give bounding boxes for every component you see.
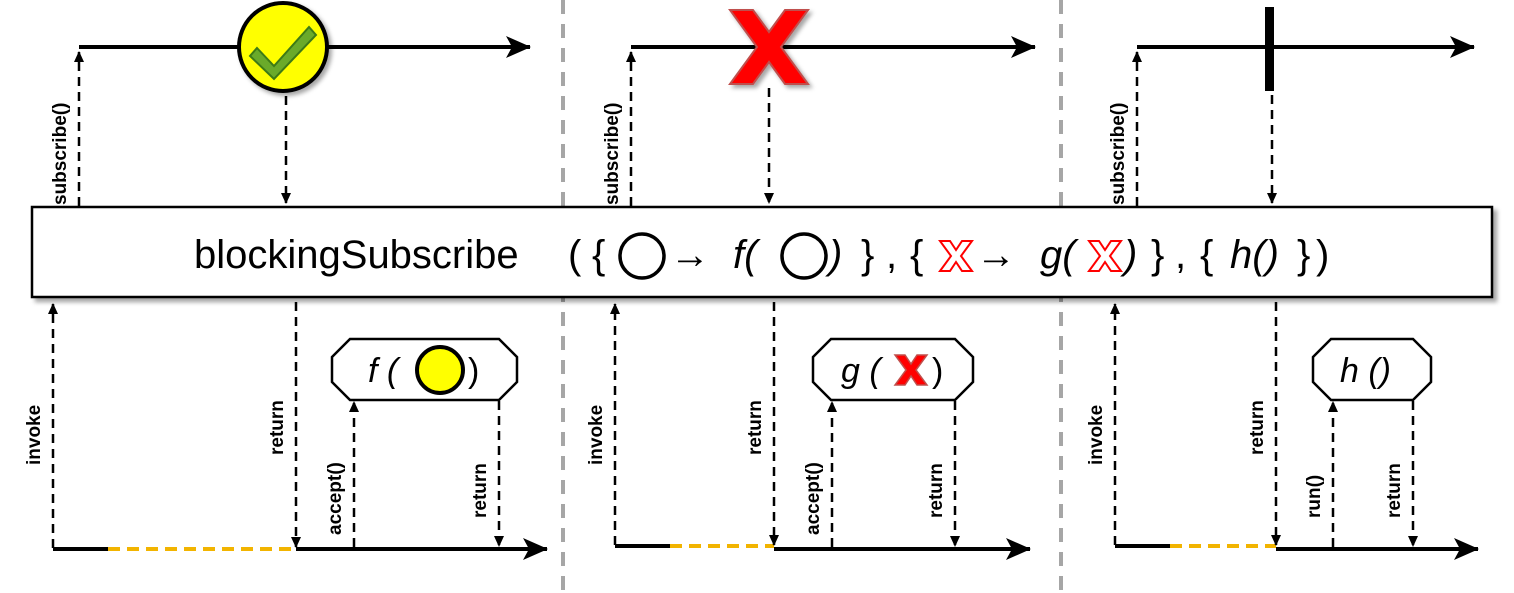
onerror-arg-x [1087, 240, 1123, 272]
onnext-arg-circle [780, 232, 828, 280]
lbrace-1: { [592, 233, 605, 277]
return-label: return [1247, 400, 1268, 455]
callback-box [811, 337, 975, 402]
rbrace-2: } [1151, 233, 1164, 277]
arrow-1: → [670, 233, 710, 277]
invoke-label: invoke [586, 405, 607, 465]
panel-complete: subscribe() invoke return h () run() ret… [1086, 7, 1479, 560]
return-label: return [267, 400, 288, 455]
check-circle-icon [237, 1, 329, 93]
callback-error-icon [893, 354, 929, 386]
rbrace-1: } [861, 233, 874, 277]
subscribe-label: subscribe() [602, 103, 623, 205]
invoke-label: invoke [24, 405, 45, 465]
callback-return-label: return [1384, 463, 1405, 518]
subscribe-label: subscribe() [50, 103, 71, 205]
callback-return-label: return [470, 463, 491, 518]
invoke-label: invoke [1086, 405, 1107, 465]
lbrace-2: { [910, 233, 923, 277]
callback-return-label: return [926, 463, 947, 518]
subscribe-label: subscribe() [1108, 103, 1129, 205]
open-paren: ( [568, 233, 582, 277]
callback-text: h () [1340, 352, 1391, 390]
return-label: return [745, 400, 766, 455]
accept-label: accept() [325, 462, 346, 535]
callback-close-text: ) [932, 352, 943, 390]
callback-close-text: ) [468, 352, 479, 390]
onnext-item-circle [618, 232, 666, 280]
vertical-bar-icon [1265, 7, 1274, 91]
operator-box: blockingSubscribe ( { → f( ) } , { → g( … [30, 205, 1494, 299]
accept-label: accept() [803, 462, 824, 535]
onerror-item-x [938, 240, 974, 272]
oncomplete-fn: h() [1230, 233, 1279, 277]
callback-open-text: f ( [368, 352, 402, 390]
onnext-fn: f( [733, 233, 761, 277]
rbrace-3: } [1297, 233, 1310, 277]
callback-box [1311, 337, 1433, 402]
callback-success-icon [415, 345, 465, 395]
panel-success: subscribe() invoke return f ( ) accept()… [24, 1, 548, 560]
operator-box-frame [30, 205, 1494, 299]
onnext-fn-close: ) [825, 233, 842, 277]
lbrace-3: { [1200, 233, 1213, 277]
x-mark-icon [728, 9, 810, 85]
operator-name: blockingSubscribe [194, 233, 519, 277]
onerror-fn-close: ) [1120, 233, 1137, 277]
callback-open-text: g ( [841, 352, 884, 390]
panel-error: subscribe() invoke return g ( ) accept()… [586, 9, 1036, 560]
onerror-fn: g( [1040, 233, 1079, 277]
close-paren: ) [1316, 233, 1329, 277]
arrow-2: → [976, 233, 1016, 277]
run-label: run() [1304, 475, 1325, 518]
comma-2: , [1175, 233, 1186, 277]
comma-1: , [886, 233, 897, 277]
